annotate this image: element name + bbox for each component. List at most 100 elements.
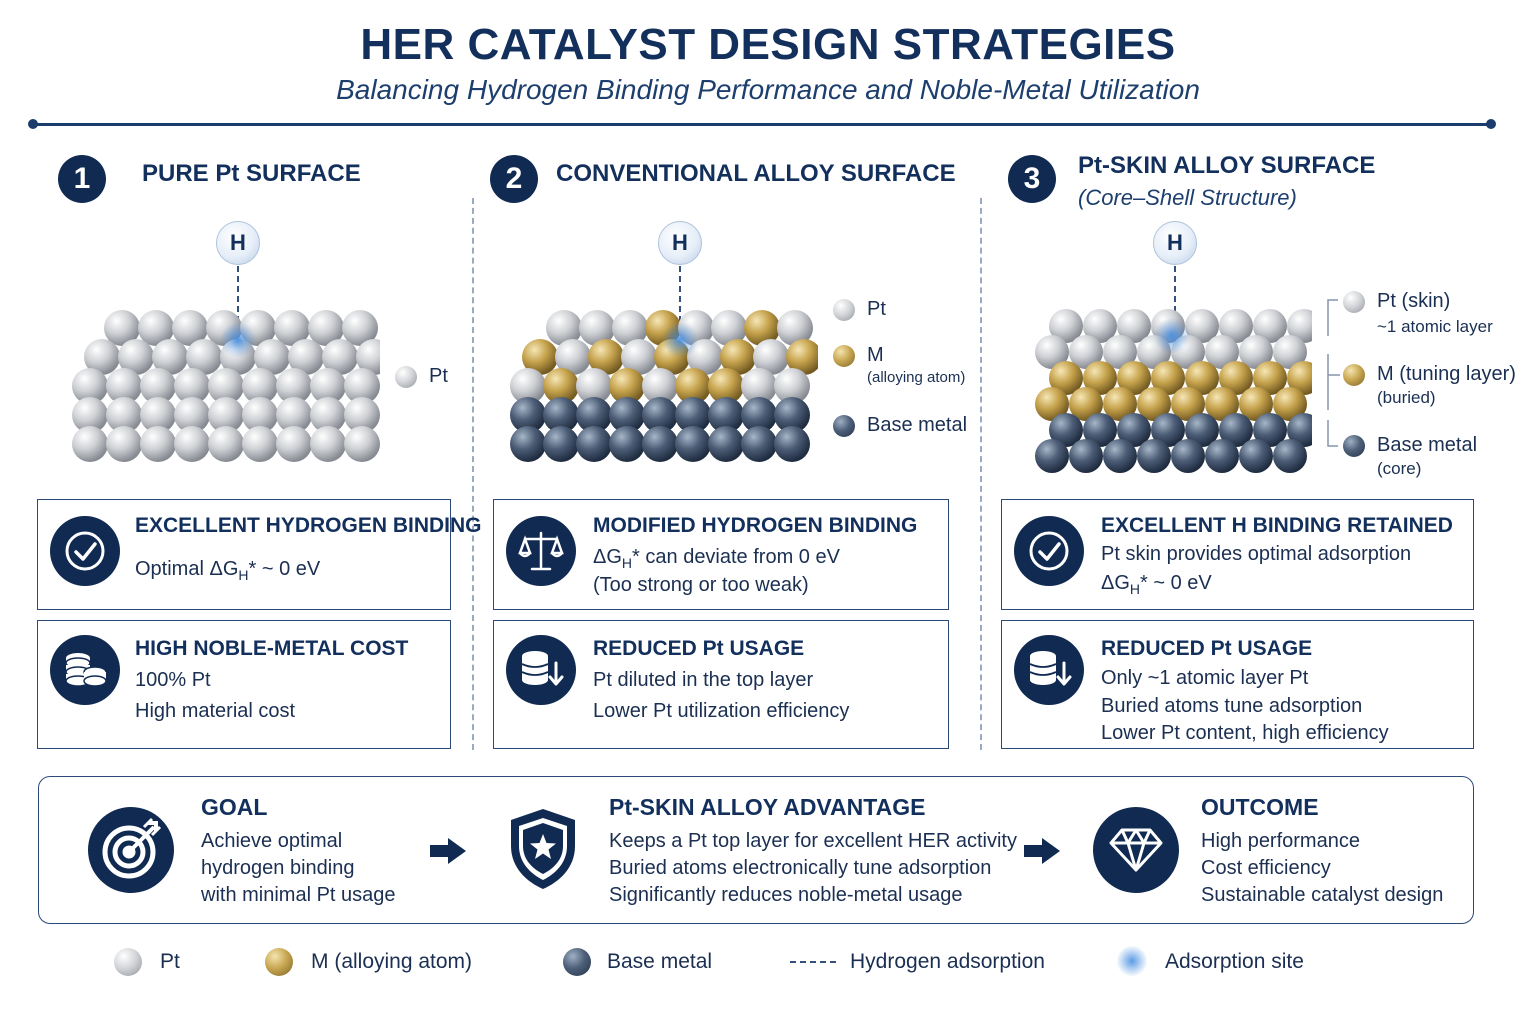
legend-m-label-2: M <box>867 344 884 366</box>
pt-atom <box>774 368 810 404</box>
hydrogen-adsorption-line-2 <box>679 266 681 332</box>
bottom-legend-m-label: M (alloying atom) <box>311 950 473 973</box>
base-metal-atom <box>1171 439 1205 473</box>
card-text-line-1: Pt diluted in the top layer <box>593 669 814 691</box>
pt-atom <box>106 426 142 462</box>
pt-atom <box>274 310 310 346</box>
m-atom <box>1219 361 1253 395</box>
legend-pt-ball-2 <box>833 299 855 321</box>
section-2-number: 2 <box>490 155 538 203</box>
goal-line-1: Achieve optimal <box>201 830 343 852</box>
pure-pt-slab <box>72 310 380 462</box>
outcome-line-3: Sustainable catalyst design <box>1201 884 1444 906</box>
pt-atom <box>1103 335 1137 369</box>
shield-star-icon <box>511 809 575 889</box>
base-metal-atom <box>741 426 777 462</box>
pt-atom <box>72 397 108 433</box>
legend-m-tuning-label: M (tuning layer) <box>1377 363 1516 385</box>
pt-atom <box>84 339 120 375</box>
adsorption-site <box>1154 318 1190 354</box>
m-atom <box>1151 361 1185 395</box>
check-icon <box>50 516 120 586</box>
base-metal-atom <box>543 397 579 433</box>
base-metal-atom <box>1253 413 1287 447</box>
m-atom <box>522 339 558 375</box>
arrow-right-icon <box>1024 838 1060 864</box>
target-icon <box>88 807 174 893</box>
m-atom <box>708 368 744 404</box>
base-metal-atom <box>1035 439 1069 473</box>
pt-atom <box>308 310 344 346</box>
pt-skin-alloy-slab <box>1035 309 1312 473</box>
bottom-legend-hydrogen-label: Hydrogen adsorption <box>850 950 1045 973</box>
pt-atom <box>174 368 210 404</box>
pt-atom <box>1287 309 1312 343</box>
card-heading: MODIFIED HYDROGEN BINDING <box>593 514 918 537</box>
rule-dot-right <box>1486 119 1496 129</box>
pt-atom <box>208 368 244 404</box>
m-atom <box>1137 387 1171 421</box>
pt-atom <box>118 339 154 375</box>
base-metal-atom <box>1049 413 1083 447</box>
m-atom <box>786 339 818 375</box>
pt-atom <box>1083 309 1117 343</box>
pt-atom <box>140 368 176 404</box>
adsorption-site <box>662 322 698 358</box>
pt-atom <box>546 310 582 346</box>
goal-line-2: hydrogen binding <box>201 857 355 879</box>
summary-panel <box>38 776 1474 924</box>
base-metal-atom <box>1117 413 1151 447</box>
base-metal-atom <box>1185 413 1219 447</box>
pt-atom <box>356 339 380 375</box>
m-atom <box>1069 387 1103 421</box>
bottom-legend-hydrogen-line <box>790 961 836 963</box>
card-reduced-pt-usage-3: REDUCED Pt USAGE Only ~1 atomic layer Pt… <box>1001 620 1474 749</box>
card-text-line-1: ΔGH* can deviate from 0 eV <box>593 546 840 571</box>
base-metal-atom <box>609 426 645 462</box>
goal-line-3: with minimal Pt usage <box>201 884 396 906</box>
legend-base-ball-2 <box>833 415 855 437</box>
base-metal-atom <box>675 397 711 433</box>
pt-atom <box>322 339 358 375</box>
pt-atom <box>140 397 176 433</box>
pt-atom <box>642 368 678 404</box>
pt-atom <box>342 310 378 346</box>
advantage-heading: Pt-SKIN ALLOY ADVANTAGE <box>609 794 926 820</box>
pt-atom <box>242 426 278 462</box>
base-metal-atom <box>1219 413 1253 447</box>
pt-atom <box>555 339 591 375</box>
card-text-line-2: Buried atoms tune adsorption <box>1101 695 1363 717</box>
pt-atom <box>106 368 142 404</box>
page-subtitle: Balancing Hydrogen Binding Performance a… <box>336 74 1200 105</box>
pt-atom <box>276 368 312 404</box>
coins-icon <box>50 635 120 705</box>
m-atom <box>609 368 645 404</box>
legend-pt-skin-ball <box>1343 291 1365 313</box>
outcome-line-1: High performance <box>1201 830 1360 852</box>
pt-atom <box>576 368 612 404</box>
pt-atom <box>242 368 278 404</box>
bottom-legend-m-ball <box>265 948 293 976</box>
advantage-line-2: Buried atoms electronically tune adsorpt… <box>609 857 992 879</box>
pt-atom <box>276 426 312 462</box>
base-metal-atom <box>510 397 546 433</box>
pt-atom <box>1205 335 1239 369</box>
check-icon <box>1014 516 1084 586</box>
legend-base-core-label: Base metal <box>1377 434 1478 456</box>
legend-base-label-2: Base metal <box>867 414 968 436</box>
legend-pt-label-2: Pt <box>867 298 886 320</box>
pt-atom <box>1253 309 1287 343</box>
card-text-line-2: (Too strong or too weak) <box>593 574 809 596</box>
pt-atom <box>1239 335 1273 369</box>
card-high-noble-metal-cost: HIGH NOBLE-METAL COST 100% Pt High mater… <box>37 620 451 749</box>
pt-atom <box>1035 335 1069 369</box>
m-atom <box>720 339 756 375</box>
pt-atom <box>1273 335 1307 369</box>
m-atom <box>1239 387 1273 421</box>
pt-atom <box>510 368 546 404</box>
legend-pt-label-1: Pt <box>429 365 448 387</box>
base-metal-atom <box>543 426 579 462</box>
pt-atom <box>104 310 140 346</box>
pt-atom <box>777 310 813 346</box>
base-metal-atom <box>576 397 612 433</box>
